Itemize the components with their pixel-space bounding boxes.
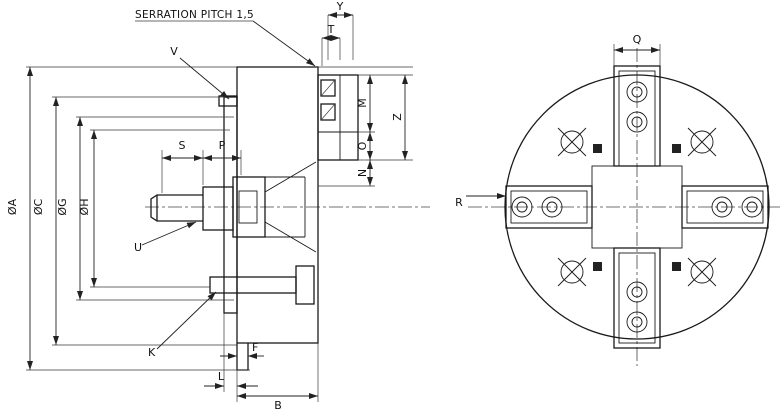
dim-label-v: V (170, 45, 178, 58)
wedge-piston (232, 176, 266, 238)
jaw-block (317, 74, 359, 161)
jaw-bolt (626, 281, 648, 303)
locating-stud (209, 276, 297, 294)
jaw-bolt (511, 196, 533, 218)
dimensions-left: SERRATION PITCH 1,5 V Y T ØA ØC ØG ØH S … (6, 0, 413, 412)
t-nut-lower-hatch (320, 103, 336, 121)
key-square (672, 262, 681, 271)
dim-label-z: Z (391, 113, 404, 121)
dim-label-s: S (179, 139, 186, 152)
dim-label-k: K (148, 346, 156, 359)
jaw-top-inner (618, 70, 656, 167)
dim-label-dia-c: ØC (32, 199, 45, 216)
jaw-block-lines (318, 75, 358, 160)
jaw-bolt (741, 196, 763, 218)
chuck-body (236, 66, 319, 344)
dim-label-dia-g: ØG (56, 198, 69, 215)
mount-hole (687, 127, 717, 157)
dim-label-n: N (356, 169, 369, 177)
dim-label-y: Y (336, 0, 344, 13)
tube-collar (202, 186, 234, 231)
t-nut-upper (320, 79, 336, 97)
dim-label-dia-a: ØA (6, 198, 19, 215)
back-plate (223, 96, 238, 314)
piston-bore (238, 190, 258, 224)
jaw-bolt (541, 196, 563, 218)
draw-tube (150, 194, 203, 222)
jaw-right (681, 185, 769, 229)
dim-label-p: P (219, 139, 226, 152)
jaw-left-inner (510, 190, 588, 224)
stud-flange (295, 265, 315, 305)
dim-label-f: F (252, 341, 258, 354)
spigot-plate (236, 343, 249, 371)
dim-label-m: M (356, 98, 369, 108)
t-nut-lower (320, 103, 336, 121)
mount-hole (557, 127, 587, 157)
key-square (672, 144, 681, 153)
t-nut-upper-hatch (320, 79, 336, 97)
leader-k (156, 291, 217, 350)
dim-label-l: L (218, 370, 225, 383)
jaw-bottom (613, 247, 661, 349)
jaw-bolt (626, 81, 648, 103)
jaw-bolt (711, 196, 733, 218)
jaw-right-inner (686, 190, 764, 224)
dim-label-q: Q (633, 33, 642, 46)
leader-v (179, 57, 230, 100)
dim-label-r: R (455, 196, 463, 209)
chuck-face-outline (504, 74, 770, 340)
dim-label-dia-h: ØH (78, 199, 91, 216)
jaw-bolt (626, 111, 648, 133)
dim-label-t: T (327, 23, 335, 36)
center-lines-front (468, 48, 780, 366)
dim-label-o: O (356, 141, 369, 150)
key-square (593, 144, 602, 153)
mount-hole (557, 257, 587, 287)
jaw-left (505, 185, 593, 229)
wedge-links (264, 161, 317, 253)
front-view: Q R (455, 33, 780, 366)
dim-label-b: B (274, 399, 282, 412)
leader-serration (252, 20, 316, 67)
jaw-bolt (626, 311, 648, 333)
jaw-bottom-inner (618, 252, 656, 344)
serration-note: SERRATION PITCH 1,5 (135, 9, 254, 21)
mount-hole (687, 257, 717, 287)
side-section-view (145, 66, 430, 371)
leader-u (141, 221, 197, 246)
key-square (593, 262, 602, 271)
dim-label-u: U (134, 241, 142, 254)
